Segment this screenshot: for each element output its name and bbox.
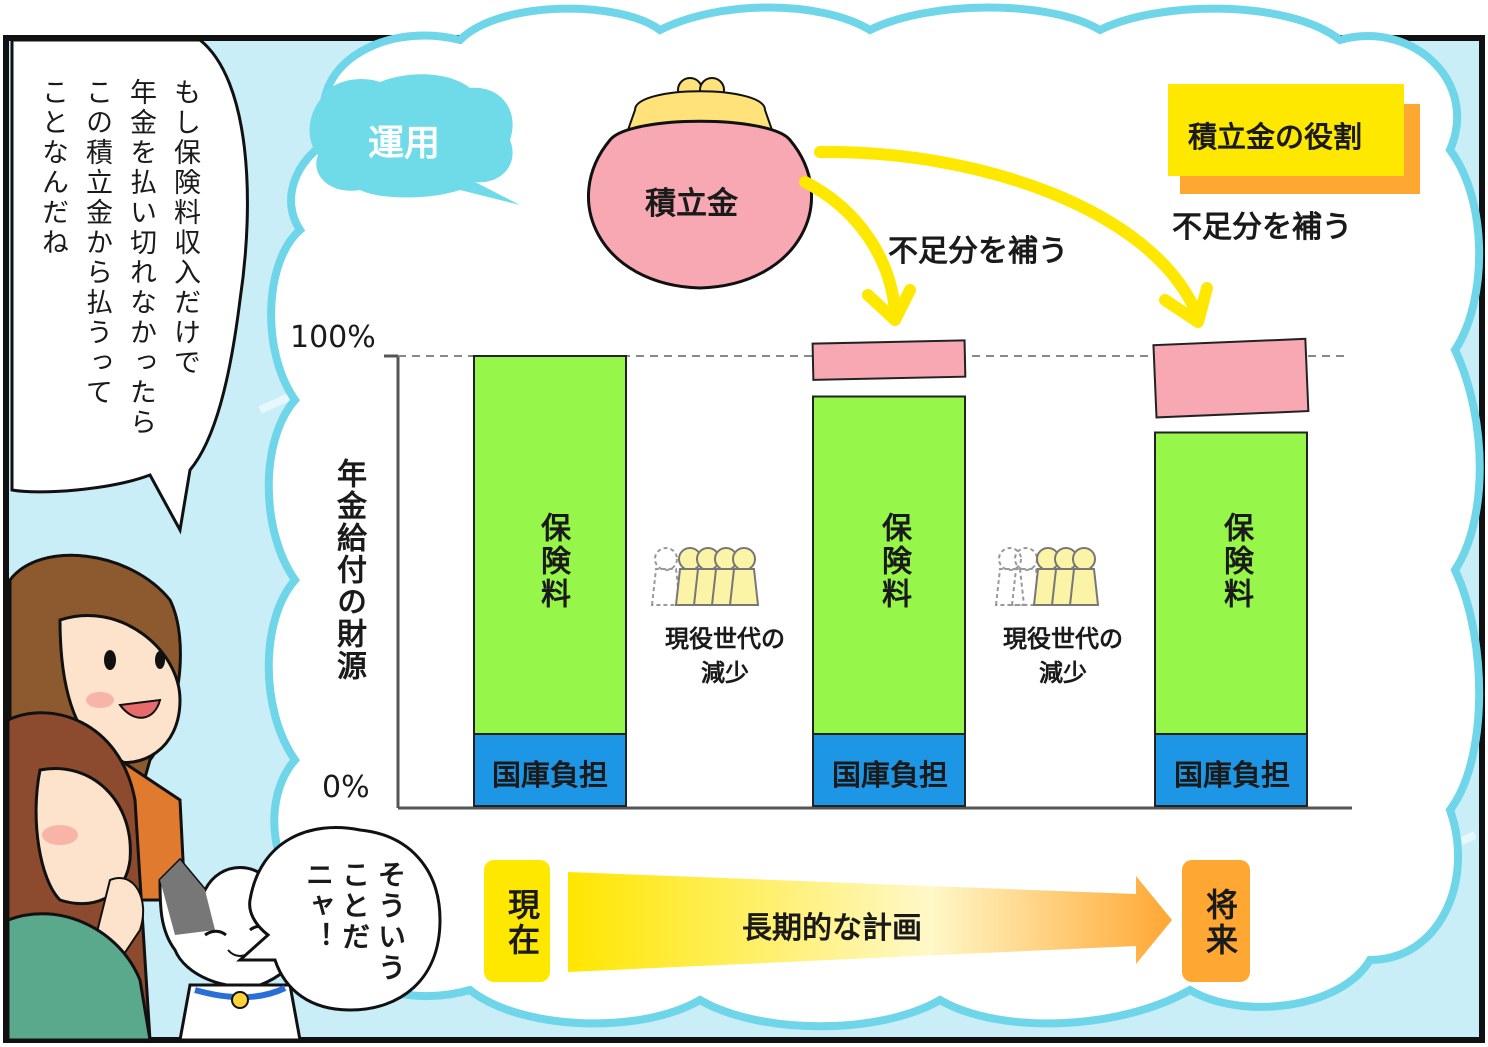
unyo-badge bbox=[309, 74, 520, 206]
bar1-insurance-segment bbox=[473, 355, 627, 735]
tick-0: 0% bbox=[322, 770, 370, 805]
decline-label-1: 現役世代の 減少 bbox=[640, 622, 810, 690]
bars-layer bbox=[473, 337, 1310, 807]
bar3-insurance-label: 保険料 bbox=[1218, 512, 1253, 611]
bar2-national-segment bbox=[812, 733, 966, 807]
speech-cat-line-2: ことだ bbox=[338, 860, 371, 953]
timeline-middle-label: 長期的な計画 bbox=[742, 911, 922, 946]
bar2-national-label: 国庫負担 bbox=[831, 758, 948, 792]
role-title: 積立金の役割 bbox=[1188, 120, 1363, 154]
unyo-badge-label: 運用 bbox=[368, 123, 441, 164]
tick-100: 100% bbox=[290, 320, 376, 355]
y-axis-label: 年金給付の財源 bbox=[331, 458, 366, 682]
timeline-end-box bbox=[1182, 860, 1250, 982]
bar2-insurance-label: 保険料 bbox=[876, 512, 911, 611]
decline-label-2-line2: 減少 bbox=[1039, 659, 1087, 687]
speech-left-line-1: もし保険料収入だけで bbox=[169, 78, 200, 378]
arrow-label: 不足分を補う bbox=[888, 234, 1068, 269]
arrow-to-bar3 bbox=[814, 145, 1201, 316]
bar2-insurance-segment bbox=[812, 395, 966, 735]
long-term-arrow bbox=[568, 872, 1172, 972]
speech-bubble-cat bbox=[236, 826, 442, 1012]
speech-cat-line-1: そういう bbox=[374, 860, 407, 984]
decline-label-2-line1: 現役世代の bbox=[1003, 625, 1123, 653]
arrow-to-bar2 bbox=[799, 176, 901, 316]
speech-left-line-2: 年金を払い切れなかったら bbox=[125, 78, 156, 438]
purse-icon bbox=[586, 77, 814, 290]
people-icon-2 bbox=[994, 547, 1100, 606]
speech-left-text: もし保険料収入だけで 年金を払い切れなかったら この積立金から払うって ことなん… bbox=[30, 78, 206, 468]
decline-label-1-line1: 現役世代の bbox=[665, 625, 785, 653]
bar1-insurance-label: 保険料 bbox=[535, 512, 570, 611]
speech-cat-text: そういう ことだ ニャ！ bbox=[300, 860, 408, 1000]
bar2-reserve-segment bbox=[811, 339, 967, 381]
speech-left-line-3: この積立金から払うって bbox=[81, 78, 112, 408]
bar3-insurance-segment bbox=[1154, 431, 1308, 735]
woman-front-figure bbox=[6, 711, 152, 1042]
bar3-national-label: 国庫負担 bbox=[1173, 758, 1290, 792]
timeline-start-box bbox=[484, 860, 550, 982]
speech-left-line-4: ことなんだね bbox=[37, 78, 68, 258]
bar1-national-label: 国庫負担 bbox=[491, 758, 608, 792]
role-subtitle: 不足分を補う bbox=[1172, 210, 1352, 245]
timeline-start-label: 現在 bbox=[503, 888, 541, 958]
people-icon-1 bbox=[650, 547, 760, 606]
decline-label-2: 現役世代の 減少 bbox=[978, 622, 1148, 690]
speech-bubble-left bbox=[10, 38, 249, 535]
role-box bbox=[1168, 84, 1404, 176]
bar1-national-segment bbox=[473, 733, 627, 807]
speech-cat-line-3: ニャ！ bbox=[302, 860, 335, 953]
decline-label-1-line2: 減少 bbox=[701, 659, 749, 687]
bar3-reserve-segment bbox=[1152, 337, 1310, 419]
purse-label: 積立金 bbox=[645, 186, 738, 222]
timeline-end-label: 将来 bbox=[1201, 888, 1239, 958]
